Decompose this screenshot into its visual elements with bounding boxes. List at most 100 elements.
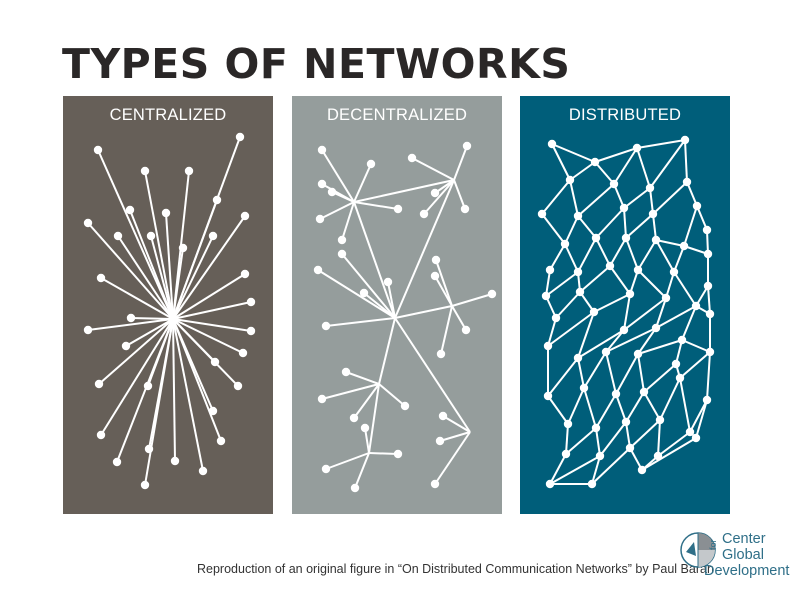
network-link (451, 293, 493, 307)
network-node (561, 449, 571, 459)
network-node (113, 231, 123, 241)
network-link (341, 201, 355, 241)
network-link (686, 181, 698, 207)
network-link (434, 275, 453, 307)
network-node (648, 209, 658, 219)
network-node (573, 353, 583, 363)
network-link (613, 147, 638, 185)
network-link (594, 161, 615, 185)
network-link (172, 199, 218, 320)
network-link (144, 170, 174, 320)
network-link (541, 179, 571, 215)
network-link (689, 399, 708, 433)
network-link (368, 452, 399, 455)
network-link (652, 181, 688, 215)
network-link (637, 239, 657, 271)
network-link (345, 371, 380, 385)
centralized-panel: CENTRALIZED (63, 96, 273, 514)
network-link (683, 245, 709, 255)
network-node (563, 419, 573, 429)
network-link (629, 269, 639, 295)
network-node (691, 301, 701, 311)
network-node (121, 341, 131, 351)
network-link (545, 269, 551, 297)
network-node (435, 436, 445, 446)
network-node (94, 379, 104, 389)
network-link (423, 179, 455, 215)
network-link (615, 393, 627, 423)
network-link (683, 205, 698, 247)
network-node (705, 309, 715, 319)
network-node (625, 443, 635, 453)
decentralized-label: DECENTRALIZED (326, 106, 468, 124)
network-node (591, 233, 601, 243)
network-node (462, 141, 472, 151)
network-node (645, 183, 655, 193)
network-node (541, 291, 551, 301)
network-node (551, 313, 561, 323)
network-node (430, 271, 440, 281)
network-node (651, 235, 661, 245)
network-link (679, 377, 691, 433)
network-node (178, 243, 188, 253)
network-link (655, 239, 685, 247)
network-node (198, 466, 208, 476)
network-link (655, 305, 697, 329)
network-node (573, 267, 583, 277)
network-link (453, 145, 468, 181)
network-node (436, 349, 446, 359)
network-link (325, 452, 370, 470)
network-node (537, 209, 547, 219)
network-node (633, 265, 643, 275)
network-link (595, 427, 601, 457)
network-node (161, 208, 171, 218)
network-node (240, 211, 250, 221)
network-link (649, 139, 686, 189)
network-node (349, 413, 359, 423)
network-node (461, 325, 471, 335)
network-node (337, 249, 347, 259)
network-link (353, 201, 399, 210)
network-link (378, 317, 396, 385)
network-node (170, 456, 180, 466)
network-node (313, 265, 323, 275)
network-node (212, 195, 222, 205)
network-node (625, 289, 635, 299)
network-node (315, 214, 325, 224)
network-node (543, 341, 553, 351)
network-link (569, 161, 596, 181)
network-node (126, 313, 136, 323)
network-node (233, 381, 243, 391)
network-link (341, 253, 396, 319)
network-link (577, 311, 595, 359)
network-node (460, 204, 470, 214)
network-link (172, 318, 244, 354)
network-link (172, 318, 222, 442)
network-link (549, 453, 567, 485)
network-link (363, 292, 396, 319)
network-link (655, 297, 667, 329)
network-node (235, 132, 245, 142)
network-node (431, 255, 441, 265)
network-node (125, 205, 135, 215)
network-link (583, 351, 607, 389)
centralized-network-diagram (83, 132, 256, 490)
network-link (564, 243, 579, 273)
network-link (615, 353, 639, 395)
network-link (451, 305, 467, 331)
network-node (83, 218, 93, 228)
network-node (633, 349, 643, 359)
network-link (547, 311, 595, 347)
decentralized-network-diagram (313, 141, 497, 493)
network-node (703, 249, 713, 259)
network-link (599, 421, 627, 457)
network-link (387, 281, 396, 319)
centralized-label: CENTRALIZED (109, 106, 227, 124)
network-link (368, 383, 380, 454)
network-node (112, 457, 122, 467)
network-node (573, 211, 583, 221)
logo-for-text: for (708, 539, 718, 550)
distributed-network-diagram (537, 135, 715, 489)
network-node (661, 293, 671, 303)
logo-development-text: Development (704, 563, 790, 579)
